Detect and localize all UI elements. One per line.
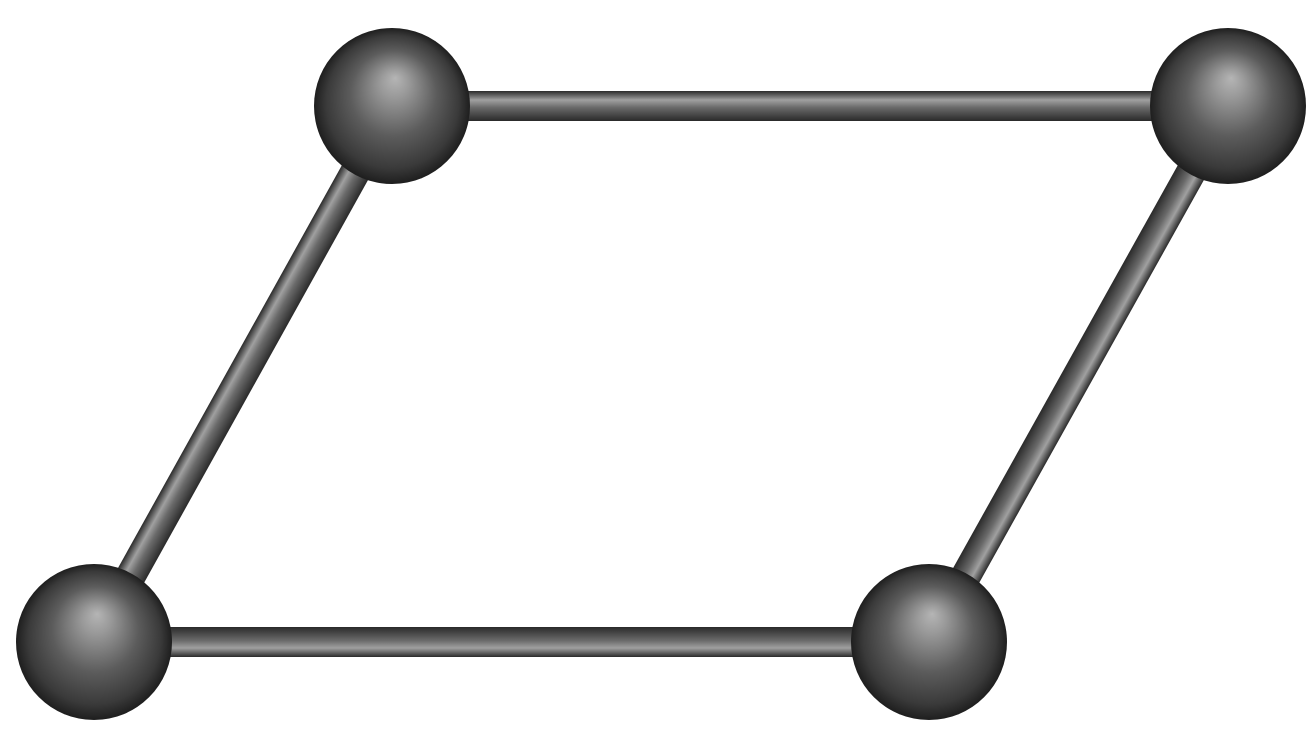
bond-bottom-left-to-top-left [80, 98, 406, 650]
atom-top-right [1150, 28, 1306, 184]
bonds-layer [80, 91, 1242, 657]
bond-top-right-to-bottom-right [915, 98, 1242, 650]
atom-top-left [314, 28, 470, 184]
atom-bottom-right [851, 564, 1007, 720]
atoms-layer [16, 28, 1306, 720]
atom-bottom-left [16, 564, 172, 720]
